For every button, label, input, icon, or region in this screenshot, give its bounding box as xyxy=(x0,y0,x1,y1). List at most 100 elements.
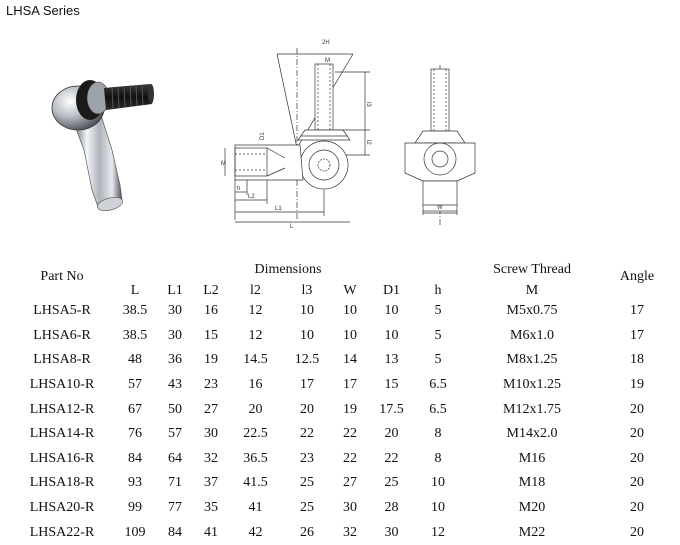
cell-l2: 15 xyxy=(204,327,218,343)
cell-small-l2: 14.5 xyxy=(243,352,268,368)
cell-w: 19 xyxy=(343,401,357,417)
cell-thread: M16 xyxy=(518,450,546,466)
dim-header-w: W xyxy=(343,283,357,298)
cell-l1: 36 xyxy=(168,352,182,368)
cell-small-l3: 25 xyxy=(300,500,314,516)
cell-l: 93 xyxy=(128,475,142,491)
label-m-side: M xyxy=(221,161,226,167)
cell-w: 22 xyxy=(343,426,357,442)
label-l3: l3 xyxy=(365,102,371,107)
cell-small-l3: 26 xyxy=(300,524,314,540)
cell-l2: 27 xyxy=(204,401,218,417)
cell-l2: 32 xyxy=(204,450,218,466)
front-view-drawing: W xyxy=(404,65,476,225)
cell-part-no: LHSA12-R xyxy=(29,401,95,417)
dim-header-d1: D1 xyxy=(382,283,401,298)
cell-part-no: LHSA6-R xyxy=(33,327,91,343)
side-view-drawing: 2H M l3 l2 D1 M h L2 L1 L xyxy=(221,40,371,230)
cell-l: 57 xyxy=(128,377,142,393)
cell-small-l2: 16 xyxy=(248,377,263,393)
cell-h: 5 xyxy=(434,352,442,368)
cell-thread: M12x1.75 xyxy=(503,401,561,417)
label-l2-bottom: L2 xyxy=(248,194,255,200)
cell-l2: 19 xyxy=(204,352,218,368)
table-row: LHSA10-R 57 43 23 16 17 17 15 6.5 M10x1.… xyxy=(10,373,672,398)
cell-l1: 30 xyxy=(168,303,182,319)
cell-angle: 17 xyxy=(630,303,644,319)
cell-w: 32 xyxy=(343,524,357,540)
screw-thread-subheader: M xyxy=(525,283,539,298)
cell-thread: M5x0.75 xyxy=(506,303,558,319)
cell-l2: 23 xyxy=(204,377,218,393)
cell-small-l3: 17 xyxy=(300,377,314,393)
label-2h: 2H xyxy=(322,40,330,46)
cell-l2: 16 xyxy=(204,303,218,319)
cell-h: 12 xyxy=(431,524,445,540)
table-row: LHSA16-R 84 64 32 36.5 23 22 22 8 M16 20 xyxy=(10,447,672,472)
cell-thread: M10x1.25 xyxy=(503,377,561,393)
cell-d1: 28 xyxy=(384,500,399,516)
cell-small-l3: 10 xyxy=(300,327,314,343)
cell-w: 27 xyxy=(343,475,357,491)
cell-w: 14 xyxy=(343,352,357,368)
cell-d1: 15 xyxy=(384,377,399,393)
table-row: LHSA5-R 38.5 30 16 12 10 10 10 5 M5x0.75… xyxy=(10,299,672,324)
dim-header-small-l3: l3 xyxy=(301,283,313,298)
rod-end-photo xyxy=(51,80,154,212)
cell-angle: 19 xyxy=(630,377,644,393)
cell-l2: 30 xyxy=(204,426,218,442)
cell-d1: 10 xyxy=(384,303,399,319)
cell-d1: 30 xyxy=(384,524,399,540)
table-row: LHSA6-R 38.5 30 15 12 10 10 10 5 M6x1.0 … xyxy=(10,324,672,349)
cell-l1: 43 xyxy=(168,377,182,393)
cell-h: 10 xyxy=(431,475,445,491)
cell-l: 67 xyxy=(128,401,142,417)
label-d1: D1 xyxy=(260,132,266,140)
cell-l: 84 xyxy=(128,450,142,466)
dim-header-small-l2: l2 xyxy=(250,283,261,298)
series-title: LHSA Series xyxy=(6,3,80,18)
cell-l1: 30 xyxy=(168,327,182,343)
cell-w: 10 xyxy=(343,327,357,343)
cell-small-l2: 41 xyxy=(248,500,263,516)
cell-part-no: LHSA14-R xyxy=(29,426,95,442)
cell-h: 5 xyxy=(434,303,442,319)
cell-l: 99 xyxy=(128,500,142,516)
screw-thread-header: Screw Thread xyxy=(493,262,571,277)
cell-h: 6.5 xyxy=(429,377,447,393)
cell-angle: 20 xyxy=(630,401,644,417)
cell-thread: M18 xyxy=(518,475,546,491)
cell-l1: 50 xyxy=(168,401,182,417)
cell-l: 76 xyxy=(128,426,142,442)
cell-angle: 20 xyxy=(630,500,644,516)
cell-l: 38.5 xyxy=(122,327,148,343)
cell-l2: 37 xyxy=(204,475,218,491)
cell-part-no: LHSA5-R xyxy=(33,303,91,319)
cell-h: 10 xyxy=(431,500,445,516)
table-row: LHSA20-R 99 77 35 41 25 30 28 10 M20 20 xyxy=(10,496,672,521)
cell-l1: 57 xyxy=(168,426,182,442)
cell-d1: 22 xyxy=(384,450,399,466)
cell-thread: M14x2.0 xyxy=(506,426,558,442)
cell-angle: 20 xyxy=(630,524,644,540)
label-l: L xyxy=(290,224,294,230)
cell-thread: M20 xyxy=(518,500,546,516)
cell-part-no: LHSA20-R xyxy=(29,500,95,516)
table-row: LHSA8-R 48 36 19 14.5 12.5 14 13 5 M8x1.… xyxy=(10,348,672,373)
part-no-header: Part No xyxy=(40,269,84,284)
cell-small-l2: 41.5 xyxy=(243,475,268,491)
cell-angle: 20 xyxy=(630,475,644,491)
table-row: LHSA14-R 76 57 30 22.5 22 22 20 8 M14x2.… xyxy=(10,422,672,447)
cell-angle: 20 xyxy=(630,450,644,466)
label-h: h xyxy=(237,186,240,192)
cell-thread: M6x1.0 xyxy=(510,327,554,343)
cell-d1: 17.5 xyxy=(379,401,404,417)
cell-w: 30 xyxy=(343,500,357,516)
label-l2: l2 xyxy=(365,140,371,145)
cell-angle: 17 xyxy=(630,327,644,343)
cell-w: 22 xyxy=(343,450,357,466)
cell-d1: 13 xyxy=(384,352,399,368)
cell-small-l3: 10 xyxy=(300,303,314,319)
cell-small-l3: 20 xyxy=(300,401,314,417)
label-m-top: M xyxy=(325,58,330,64)
